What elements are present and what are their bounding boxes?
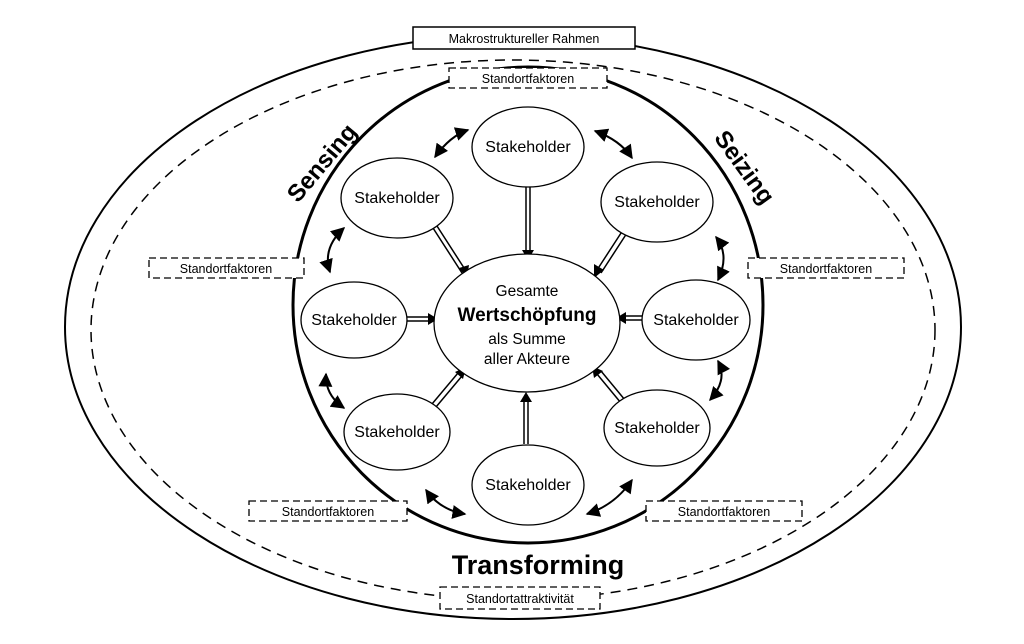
location-factor-box-bottom-right: Standortfaktoren <box>645 500 803 522</box>
location-factor-box-right: Standortfaktoren <box>747 257 905 279</box>
location-factor-text: Standortfaktoren <box>282 505 374 519</box>
location-factor-box-top: Standortfaktoren <box>448 67 608 89</box>
center-line-1: Gesamte <box>496 283 559 300</box>
macro-frame-label: Makrostruktureller Rahmen <box>412 26 636 50</box>
stakeholder-label: Stakeholder <box>354 424 440 441</box>
stakeholder-node-top: Stakeholder <box>471 106 585 188</box>
phase-transforming: Transforming <box>452 550 625 580</box>
stakeholder-node-upper-left: Stakeholder <box>340 157 454 239</box>
location-attractiveness-text: Standortattraktivität <box>466 592 574 606</box>
stakeholder-label: Stakeholder <box>485 477 571 494</box>
stakeholder-label: Stakeholder <box>653 312 739 329</box>
center-line-4: aller Akteure <box>484 351 570 368</box>
stakeholder-node-lower-right: Stakeholder <box>603 389 711 467</box>
location-factor-text: Standortfaktoren <box>180 262 272 276</box>
total-value-creation-node: Gesamte Wertschöpfung als Summe aller Ak… <box>433 253 621 393</box>
location-factor-box-bottom-left: Standortfaktoren <box>248 500 408 522</box>
stakeholder-node-bottom: Stakeholder <box>471 444 585 526</box>
location-factor-box-left: Standortfaktoren <box>148 257 305 279</box>
interaction-arrows <box>318 127 731 519</box>
stakeholder-node-left: Stakeholder <box>300 281 408 359</box>
location-attractiveness-box: Standortattraktivität <box>439 586 601 610</box>
stakeholder-node-lower-left: Stakeholder <box>343 393 451 471</box>
center-line-2: Wertschöpfung <box>458 305 597 326</box>
stakeholder-label: Stakeholder <box>614 194 700 211</box>
location-factor-text: Standortfaktoren <box>678 505 770 519</box>
macro-frame-label-text: Makrostruktureller Rahmen <box>449 32 600 46</box>
stakeholder-label: Stakeholder <box>485 139 571 156</box>
stakeholder-node-right: Stakeholder <box>641 279 751 361</box>
stakeholder-node-upper-right: Stakeholder <box>600 161 714 243</box>
stakeholder-label: Stakeholder <box>354 190 440 207</box>
stakeholder-label: Stakeholder <box>311 312 397 329</box>
center-line-3: als Summe <box>488 331 566 348</box>
location-factor-text: Standortfaktoren <box>482 72 574 86</box>
stakeholder-label: Stakeholder <box>614 420 700 437</box>
location-factor-text: Standortfaktoren <box>780 262 872 276</box>
